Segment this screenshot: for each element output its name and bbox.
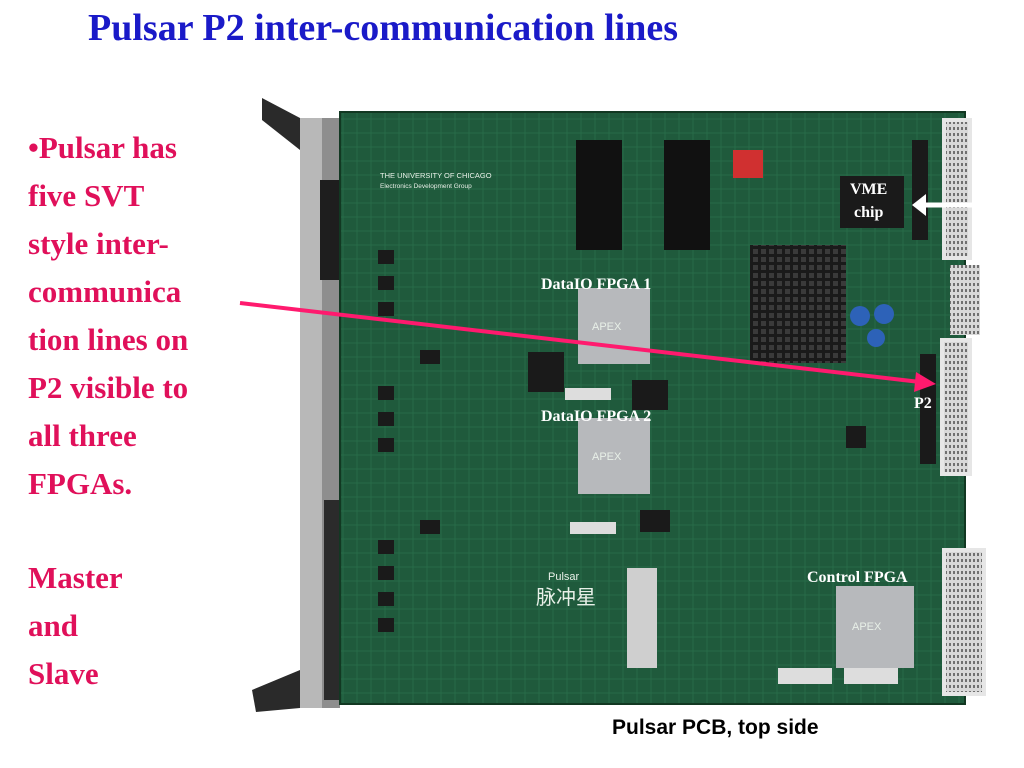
slide-title: Pulsar P2 inter-communication lines — [88, 7, 679, 49]
heatsink — [750, 245, 846, 363]
bullet-line: style inter- — [28, 226, 169, 261]
misc-chips — [378, 140, 936, 632]
svg-text:APEX: APEX — [592, 321, 622, 333]
vme-connector — [950, 265, 980, 335]
dataio-fpga-1-label: DataIO FPGA 1 — [541, 276, 652, 293]
silkscreen-chinese: 脉冲星 — [536, 586, 596, 609]
bullet-line: •Pulsar has — [28, 130, 177, 165]
bullet-text: •Pulsar has five SVT style inter- commun… — [28, 124, 248, 508]
socket — [778, 668, 832, 684]
master-slave-line: Slave — [28, 656, 99, 691]
bullet-line: all three — [28, 418, 137, 453]
svg-text:APEX: APEX — [592, 451, 622, 463]
photo-caption: Pulsar PCB, top side — [612, 716, 819, 739]
p2-label: P2 — [914, 395, 932, 412]
socket — [844, 668, 898, 684]
bullet-line: P2 visible to — [28, 370, 189, 405]
master-slave-line: Master — [28, 560, 123, 595]
vme-double-arrow-icon — [912, 194, 996, 216]
silkscreen-pulsar: Pulsar — [548, 571, 580, 583]
socket — [565, 388, 611, 400]
silkscreen-university: THE UNIVERSITY OF CHICAGO — [380, 171, 492, 180]
header-connector — [664, 140, 710, 250]
vme-label: VME — [850, 181, 888, 198]
capacitor — [850, 306, 870, 326]
svg-text:APEX: APEX — [852, 621, 882, 633]
p2-connector — [940, 338, 972, 476]
chip-label: chip — [854, 204, 884, 221]
dip-switch — [733, 150, 763, 178]
p2-arrow-icon — [239, 301, 936, 392]
p3-connector — [942, 548, 986, 696]
vme-chip — [840, 176, 904, 228]
dataio-fpga-2-chip: APEX — [578, 418, 650, 494]
master-slave-line: and — [28, 608, 78, 643]
capacitor — [867, 329, 885, 347]
socket — [627, 568, 657, 668]
bullet-line: communica — [28, 274, 182, 309]
bullet-line: FPGAs. — [28, 466, 133, 501]
capacitor — [874, 304, 894, 324]
silkscreen-group: Electronics Development Group — [380, 183, 472, 190]
p1-connector — [942, 118, 972, 260]
dataio-fpga-2-label: DataIO FPGA 2 — [541, 408, 652, 425]
socket — [570, 522, 616, 534]
front-panel — [252, 98, 348, 712]
master-slave-text: Master and Slave — [28, 554, 123, 698]
header-connector — [576, 140, 622, 250]
control-fpga-chip: APEX — [836, 586, 914, 668]
dataio-fpga-1-chip: APEX — [578, 288, 650, 364]
control-fpga-label: Control FPGA — [807, 569, 908, 586]
bullet-line: five SVT — [28, 178, 145, 213]
bullet-line: tion lines on — [28, 322, 189, 357]
